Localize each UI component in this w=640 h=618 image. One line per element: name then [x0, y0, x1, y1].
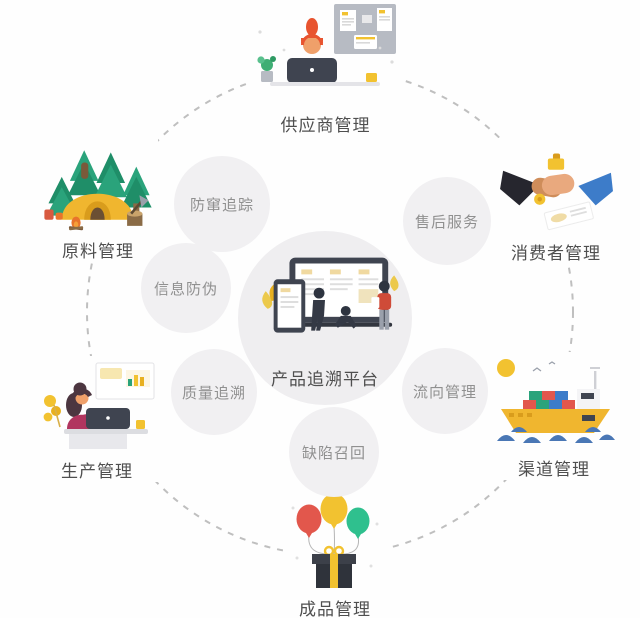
gift-box-balloons-icon: [291, 493, 379, 588]
bubble-info-anti-counterfeit: 信息防伪: [141, 243, 231, 333]
node-label-supplier: 供应商管理: [280, 116, 371, 135]
bubble-defect-recall: 缺陷召回: [289, 407, 379, 497]
bubble-label: 缺陷召回: [301, 444, 366, 462]
handshake-icon: [500, 153, 613, 231]
node-raw-material-management: 原料管理: [38, 136, 158, 262]
bubble-label: 质量追溯: [181, 384, 246, 402]
bubble-anti-diversion-tracking: 防窜追踪: [174, 156, 270, 252]
bubble-flow-management: 流向管理: [402, 348, 488, 434]
traceability-platform-icon: [262, 257, 399, 333]
node-label-consumer: 消费者管理: [511, 244, 601, 263]
center-platform-circle: 产品追溯平台: [238, 231, 412, 405]
bubble-after-sales-service: 售后服务: [403, 177, 491, 265]
node-supplier-management: 供应商管理: [248, 2, 403, 136]
node-finished-product-management: 成品管理: [283, 488, 387, 618]
node-label-channel: 渠道管理: [518, 460, 590, 479]
cargo-ship-icon: [497, 359, 615, 443]
node-consumer-management: 消费者管理: [494, 138, 618, 264]
woman-at-laptop-icon: [43, 362, 155, 449]
bubble-label: 防窜追踪: [189, 196, 254, 214]
forest-camp-tent-icon: [44, 150, 152, 231]
bubble-label: 售后服务: [414, 213, 479, 231]
node-channel-management: 渠道管理: [488, 352, 620, 480]
node-label-raw-material: 原料管理: [62, 242, 134, 261]
node-production-management: 生产管理: [33, 356, 161, 482]
bubble-quality-traceability: 质量追溯: [171, 349, 257, 435]
person-at-laptop-with-board-icon: [256, 4, 396, 86]
bubble-label: 流向管理: [412, 383, 477, 401]
node-label-finished-product: 成品管理: [299, 600, 371, 618]
bubble-label: 信息防伪: [153, 280, 218, 298]
center-platform-label: 产品追溯平台: [271, 370, 379, 389]
node-label-production: 生产管理: [61, 462, 133, 481]
